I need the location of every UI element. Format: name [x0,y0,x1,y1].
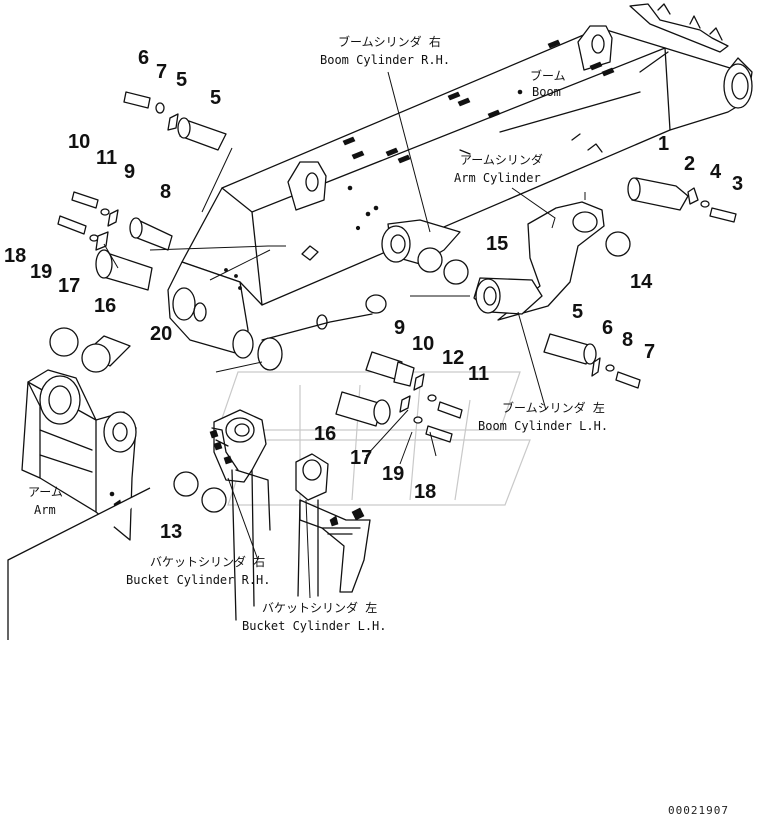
boom-cylinder-lh [473,277,543,315]
part-number-19: 19 [30,261,52,283]
component-labels: ブームシリンダ 右 Boom Cylinder R.H. ブーム Boom アー… [28,34,608,633]
part-number-8b: 8 [622,329,633,351]
part-number-10b: 10 [412,333,434,355]
label-bucket-cylinder-lh-en: Bucket Cylinder L.H. [242,619,387,633]
label-boom-cylinder-rh-en: Boom Cylinder R.H. [320,53,450,67]
part-number-16: 16 [94,295,116,317]
label-arm-jp: アーム [28,485,63,499]
leader-lines [103,71,586,599]
part-number-16b: 16 [314,423,336,445]
part-numbers: 6 7 5 5 10 11 9 8 18 19 17 16 20 1 2 4 3… [4,47,743,543]
part-number-15: 15 [486,233,508,255]
part-number-19b: 19 [382,463,404,485]
part-number-7: 6 [138,47,149,69]
label-bucket-cylinder-rh-en: Bucket Cylinder R.H. [126,573,271,587]
part-number-10: 9 [124,161,135,183]
boom-cylinder-rh [381,219,461,265]
part-number-9b: 9 [394,317,405,339]
part-number-11b: 11 [468,363,489,385]
label-boom-jp: ブーム [530,68,566,83]
arm-cylinder [497,201,605,321]
label-bucket-cylinder-rh-jp: バケットシリンダ 右 [150,554,265,569]
bucket-cylinder-lh [295,453,371,597]
part-number-14: 14 [630,271,653,293]
label-boom-cylinder-lh-jp: ブームシリンダ 左 [502,400,605,415]
part-number-9: 8 [160,181,171,203]
part-number-3: 3 [732,173,743,195]
part-number-18b: 18 [414,481,436,503]
document-id: 00021907 [668,804,729,817]
part-number-1: 1 [658,133,669,155]
part-number-6b: 6 [602,317,613,339]
label-arm-cylinder-jp: アームシリンダ [460,152,543,167]
pins-and-hardware [49,91,737,513]
part-number-2: 2 [684,153,695,175]
part-number-12b: 12 [442,347,464,369]
part-number-13: 13 [160,521,182,543]
part-number-5b: 5 [572,301,583,323]
part-number-18: 18 [4,245,26,267]
part-number-6: 5 [176,69,187,91]
watermark-logo [217,371,531,506]
label-arm-cylinder-en: Arm Cylinder [454,171,541,185]
part-number-12: 11 [96,147,117,169]
boom [167,3,753,359]
part-number-20: 20 [150,323,172,345]
label-boom-cylinder-rh-jp: ブームシリンダ 右 [338,34,441,49]
arm [7,369,151,640]
part-number-17b: 17 [350,447,372,469]
label-bucket-cylinder-lh-jp: バケットシリンダ 左 [262,600,377,615]
label-boom-en: Boom [532,85,561,99]
part-number-4: 4 [710,161,722,183]
part-number-17: 17 [58,275,80,297]
part-number-8: 7 [156,61,167,83]
bucket-cylinder-rh [209,409,271,621]
label-arm-en: Arm [34,503,56,517]
part-number-11: 10 [68,131,90,153]
part-number-5: 5 [210,87,221,109]
label-boom-cylinder-lh-en: Boom Cylinder L.H. [478,419,608,433]
part-number-7b: 7 [644,341,655,363]
